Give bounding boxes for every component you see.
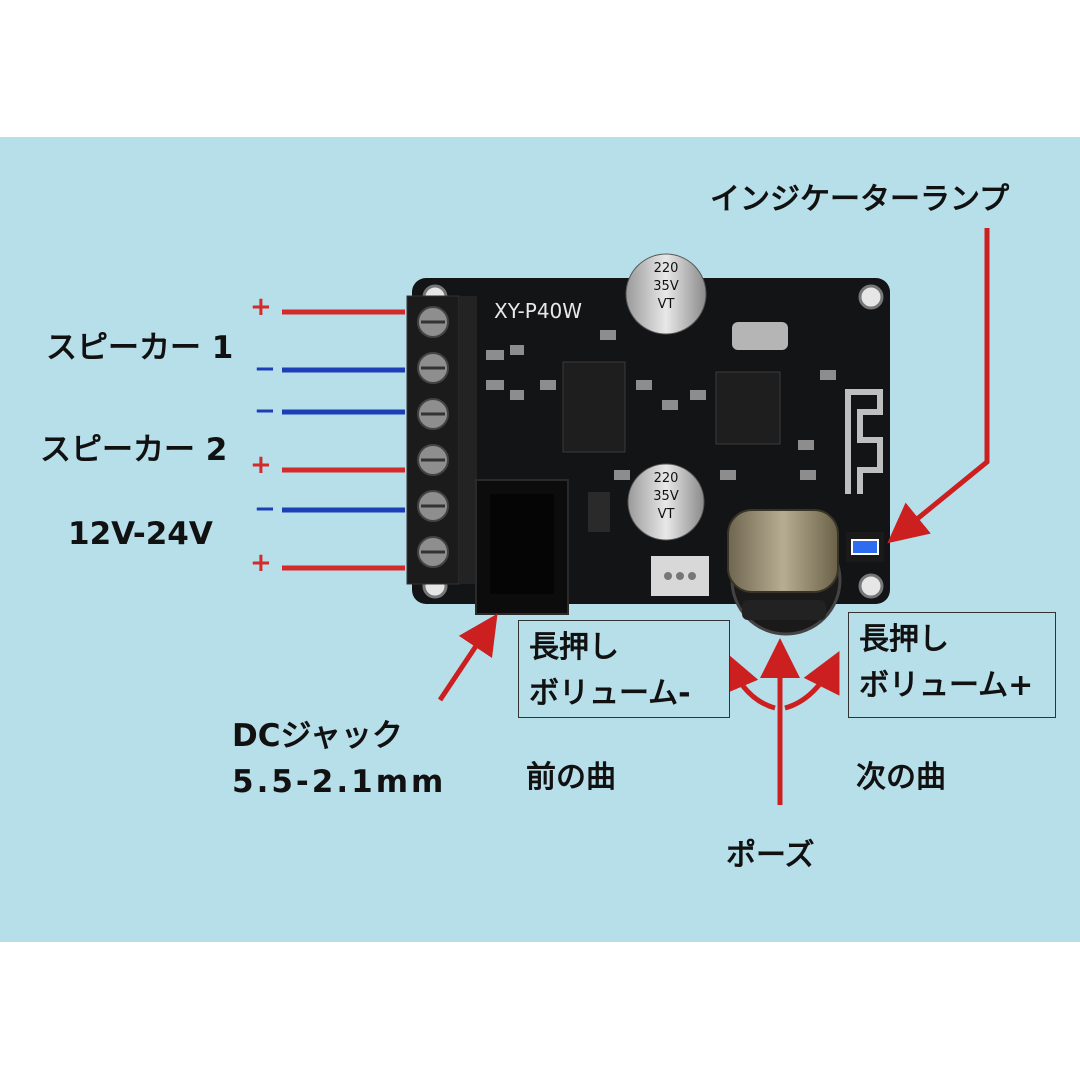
callout-arrows	[437, 228, 990, 805]
capacitor-bottom: 220 35V VT	[627, 463, 705, 541]
dc-jack-arrow	[437, 613, 498, 702]
dc-jack-label: DCジャック	[232, 718, 403, 754]
mount-hole	[858, 284, 884, 310]
power-plus-sign: +	[250, 548, 272, 578]
pcb-board: 220 35V VT 220 35V VT XY-P40W	[406, 253, 890, 636]
speaker1-minus-sign: −	[254, 354, 276, 384]
cap-top-label-1: 220	[654, 261, 679, 276]
prev-track-label: 前の曲	[526, 760, 616, 795]
pause-label: ポーズ	[726, 838, 815, 873]
speaker1-plus-sign: +	[250, 292, 272, 322]
indicator-arrow	[887, 228, 990, 544]
cap-bottom-label-1: 220	[654, 471, 679, 486]
cap-top-label-3: VT	[658, 297, 675, 312]
speaker2-label: スピーカー 2	[40, 432, 228, 468]
board-model-label: XY-P40W	[494, 299, 582, 323]
next-volume-label: ボリューム+	[859, 668, 1034, 703]
rotate-right-arrow	[784, 651, 840, 711]
prev-volume-label: ボリューム-	[529, 676, 691, 711]
speaker2-plus-sign: +	[250, 450, 272, 480]
indicator-lamp-label: インジケーターランプ	[710, 182, 1010, 217]
prev-longpress-box: 長押し ボリューム-	[518, 620, 730, 718]
capacitor-top: 220 35V VT	[625, 253, 707, 335]
cap-bottom-label-2: 35V	[653, 489, 679, 504]
rotate-left-arrow	[721, 650, 776, 711]
next-track-label: 次の曲	[856, 760, 946, 795]
dc-jack-size-label: 5.5-2.1mm	[232, 764, 447, 800]
mount-hole	[858, 573, 884, 599]
crystal	[732, 322, 788, 350]
next-longpress-box: 長押し ボリューム+	[848, 612, 1056, 718]
power-voltage-label: 12V-24V	[68, 516, 213, 552]
speaker2-minus-sign: −	[254, 396, 276, 426]
speaker-wires	[282, 309, 405, 571]
prev-longpress-label: 長押し	[529, 630, 619, 665]
speaker1-label: スピーカー 1	[46, 330, 234, 366]
rotary-encoder-knob	[727, 509, 842, 636]
power-minus-sign: −	[254, 494, 276, 524]
cap-bottom-label-3: VT	[658, 507, 675, 522]
cap-top-label-2: 35V	[653, 279, 679, 294]
next-longpress-label: 長押し	[859, 622, 949, 657]
indicator-led	[851, 539, 879, 555]
